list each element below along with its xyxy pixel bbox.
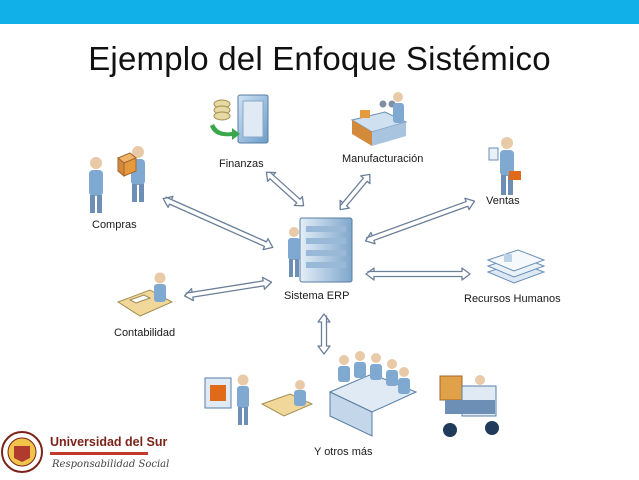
otros-group-icon: [204, 351, 499, 437]
node-label-manufacturacion: Manufacturación: [342, 153, 424, 165]
university-seal-icon: [1, 431, 43, 473]
arrow-recursos-humanos: [365, 267, 471, 281]
arrow-contabilidad: [183, 276, 273, 302]
node-label-otros: Y otros más: [314, 446, 373, 458]
finanzas-icon: [210, 94, 269, 144]
ventas-icon: [488, 137, 521, 195]
compras-icon: [89, 146, 145, 213]
node-label-contabilidad: Contabilidad: [114, 327, 176, 339]
logo-name: Universidad del Sur: [50, 435, 168, 449]
manufacturacion-icon: [350, 92, 408, 146]
erp-server-icon: [288, 217, 353, 283]
node-label-ventas: Ventas: [486, 195, 520, 207]
logo-divider: [50, 452, 148, 455]
recursos-humanos-icon: [486, 249, 546, 284]
arrow-ventas: [364, 197, 476, 245]
contabilidad-icon: [116, 272, 174, 317]
slide-title: Ejemplo del Enfoque Sistémico: [88, 40, 551, 77]
node-label-recursos-humanos: Recursos Humanos: [464, 293, 561, 305]
node-label-finanzas: Finanzas: [219, 158, 264, 170]
connection-arrows: [162, 171, 476, 355]
arrow-manufacturacion: [339, 173, 371, 211]
arrow-finanzas: [265, 171, 305, 207]
top-accent-bar: [0, 0, 639, 24]
arrow-otros: [317, 313, 331, 355]
arrow-compras: [162, 195, 274, 251]
node-label-compras: Compras: [92, 219, 137, 231]
node-label-erp: Sistema ERP: [284, 290, 350, 302]
logo-tagline: Responsabilidad Social: [52, 459, 170, 470]
